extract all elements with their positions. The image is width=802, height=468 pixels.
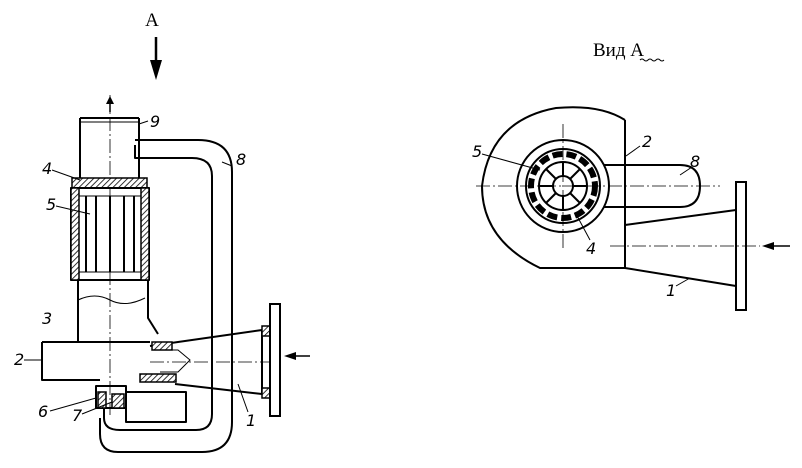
return-tube-8-outer bbox=[99, 139, 233, 453]
rotor-blades bbox=[79, 195, 141, 273]
return-tube-8-inner bbox=[103, 145, 213, 431]
svg-text:6: 6 bbox=[38, 402, 48, 421]
bearing-7 bbox=[111, 393, 125, 409]
svg-text:1: 1 bbox=[666, 281, 676, 300]
diffuser-1-plan bbox=[624, 209, 737, 287]
svg-text:3: 3 bbox=[42, 309, 52, 328]
view-a-arrow-head bbox=[150, 60, 162, 80]
svg-text:5: 5 bbox=[472, 142, 482, 161]
labels-section: 9 8 4 5 3 2 6 7 1 bbox=[14, 112, 256, 430]
section-view: А bbox=[14, 10, 310, 453]
chamber-3 bbox=[77, 280, 159, 342]
break-line bbox=[77, 295, 146, 304]
volute-casing-2 bbox=[481, 106, 626, 269]
upper-flange-4 bbox=[71, 177, 148, 189]
outlet-pipe-9 bbox=[79, 117, 140, 178]
view-a-letter: А bbox=[145, 10, 159, 31]
spell-underline bbox=[639, 58, 665, 62]
svg-text:8: 8 bbox=[236, 150, 246, 169]
svg-text:8: 8 bbox=[690, 152, 700, 171]
svg-text:7: 7 bbox=[72, 406, 83, 425]
svg-text:9: 9 bbox=[150, 112, 160, 131]
inlet-arrow-head bbox=[284, 352, 296, 360]
view-a: Вид А bbox=[472, 40, 790, 311]
labels-view-a: 5 2 8 4 1 bbox=[472, 132, 700, 300]
svg-text:2: 2 bbox=[14, 350, 24, 369]
svg-text:4: 4 bbox=[42, 159, 52, 178]
inlet-arrow-plan-head bbox=[762, 242, 774, 250]
inlet-flange bbox=[269, 303, 281, 417]
svg-text:5: 5 bbox=[46, 195, 56, 214]
inlet-pipe-2 bbox=[41, 341, 150, 381]
view-a-title: Вид А bbox=[593, 40, 644, 61]
svg-text:4: 4 bbox=[586, 239, 596, 258]
svg-text:2: 2 bbox=[642, 132, 652, 151]
svg-text:1: 1 bbox=[246, 411, 256, 430]
outlet-arrow-head bbox=[106, 96, 114, 104]
